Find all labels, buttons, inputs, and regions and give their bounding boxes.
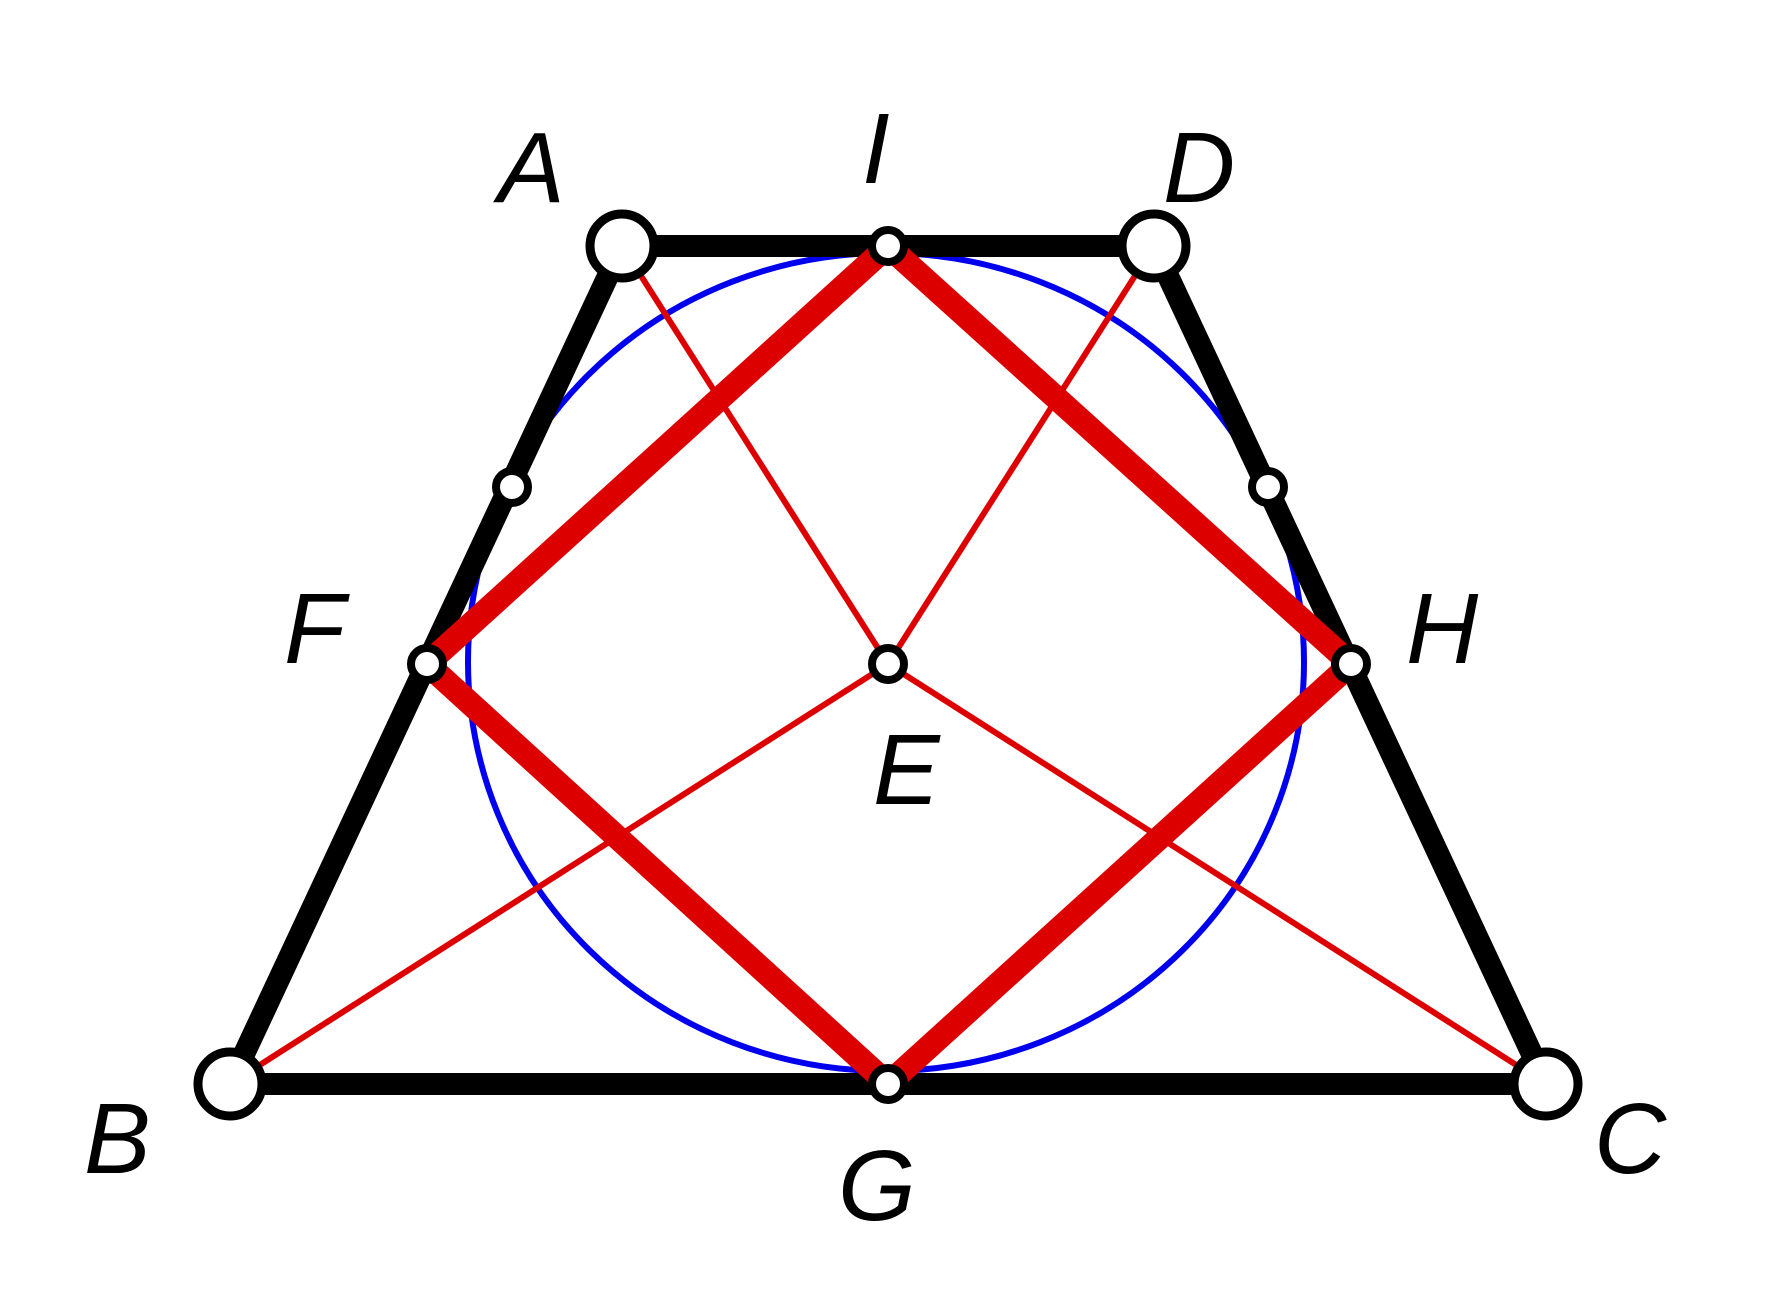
label-G: G [838,1130,916,1242]
point-labels: A I D F H E B G C [84,93,1667,1242]
point-E [868,644,908,684]
point-B [193,1047,267,1121]
label-F: F [284,573,350,685]
label-E: E [873,714,941,826]
side-IF [415,234,900,676]
segment-A-E [619,244,891,666]
small-points [407,226,1371,1104]
point-G [868,1064,908,1104]
point-D [1117,209,1191,283]
point-I [868,226,908,266]
segment-D-E [885,244,1157,666]
segment-C-E [886,661,1548,1087]
segment-B-E [228,661,890,1087]
point-H [1331,644,1371,684]
label-I: I [862,93,890,205]
tangent-point-DC [1248,467,1288,507]
rhombus-FGHI [415,234,1363,1096]
vertex-points [193,209,1583,1121]
label-B: B [84,1083,151,1195]
side-HG [876,652,1363,1096]
side-FG [415,652,900,1096]
label-H: H [1406,573,1479,685]
point-F [407,644,447,684]
tangent-point-AB [492,467,532,507]
label-A: A [493,112,565,224]
side-IH [876,234,1363,676]
label-D: D [1163,112,1235,224]
center-segments [228,244,1548,1087]
point-A [585,209,659,283]
label-C: C [1594,1083,1667,1195]
point-C [1509,1047,1583,1121]
